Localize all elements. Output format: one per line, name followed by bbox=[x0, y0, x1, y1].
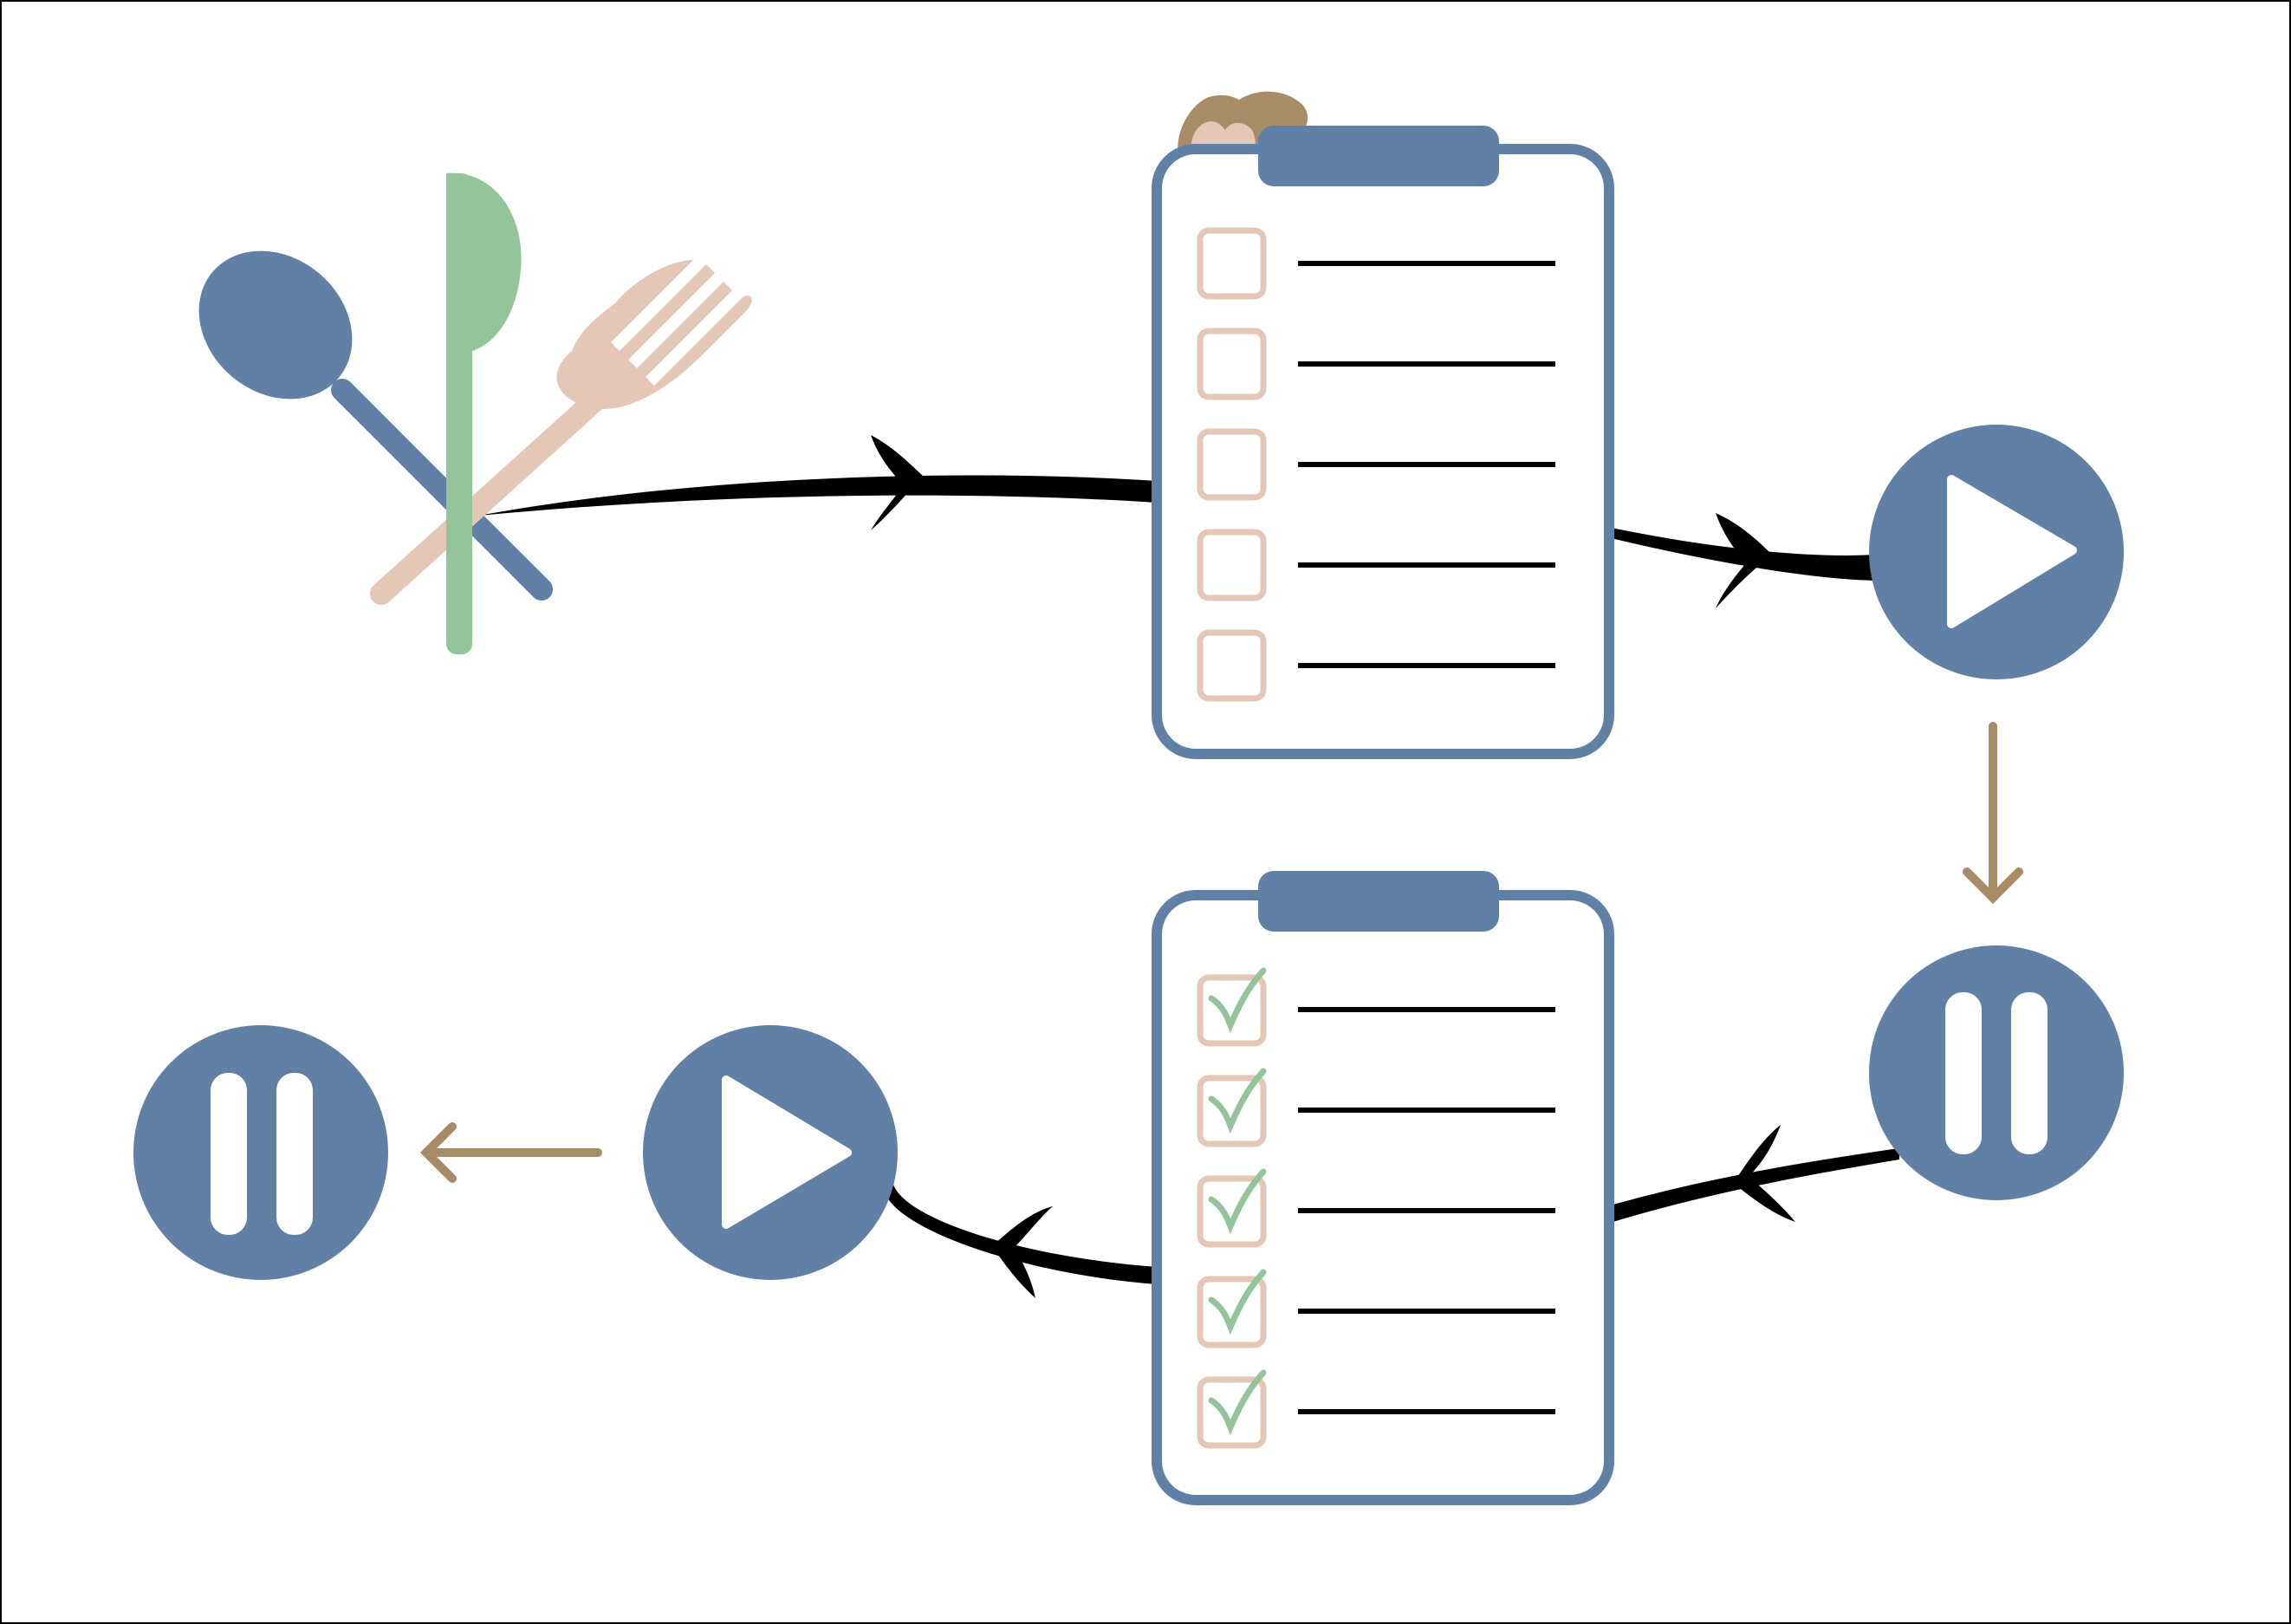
check-icon bbox=[1208, 1269, 1267, 1335]
arrowhead bbox=[1963, 867, 2023, 905]
checkbox bbox=[1197, 1075, 1267, 1147]
connector-play-to-pause-2 bbox=[419, 1122, 602, 1183]
utensils-icon bbox=[198, 172, 752, 654]
play-icon bbox=[643, 1025, 898, 1280]
pause-icon bbox=[1869, 945, 2124, 1200]
checklist-rows bbox=[1197, 967, 1555, 1449]
connector-pause-to-checklist bbox=[1607, 1125, 1899, 1224]
checkbox bbox=[1197, 1376, 1267, 1449]
arrowhead bbox=[1716, 513, 1772, 608]
connector-checklist-to-utensils bbox=[478, 435, 1157, 530]
check-icon bbox=[1208, 967, 1267, 1034]
clipboard-clip bbox=[1258, 126, 1499, 186]
checkbox bbox=[1197, 974, 1267, 1047]
arrowhead bbox=[992, 1206, 1053, 1298]
check-icon bbox=[1208, 1369, 1267, 1436]
clipboard-clip bbox=[1258, 871, 1499, 932]
arrowhead bbox=[419, 1122, 457, 1183]
checkbox bbox=[1197, 1276, 1267, 1348]
checkbox bbox=[1197, 1175, 1267, 1248]
check-icon bbox=[1208, 1168, 1267, 1235]
knife-icon bbox=[446, 172, 522, 654]
checkbox bbox=[1197, 629, 1267, 702]
checkbox bbox=[1197, 227, 1267, 300]
clipboard-checklist-empty bbox=[1152, 91, 1614, 759]
arrowhead bbox=[871, 435, 924, 530]
arrowhead bbox=[1733, 1125, 1795, 1222]
connector-checklist-to-play-2 bbox=[886, 1174, 1157, 1298]
pause-icon bbox=[133, 1025, 388, 1280]
check-icon bbox=[1208, 1068, 1267, 1134]
connector-play-to-pause bbox=[1963, 722, 2023, 905]
checkbox bbox=[1197, 529, 1267, 601]
checkbox bbox=[1197, 328, 1267, 400]
connector-checklist-to-play bbox=[1607, 513, 1876, 608]
spoon-icon bbox=[198, 250, 553, 601]
checkbox bbox=[1197, 428, 1267, 501]
checklist-rows bbox=[1197, 227, 1555, 702]
clipboard-checklist-done bbox=[1152, 871, 1614, 1505]
play-icon bbox=[1869, 425, 2124, 679]
fork-icon bbox=[370, 260, 752, 605]
